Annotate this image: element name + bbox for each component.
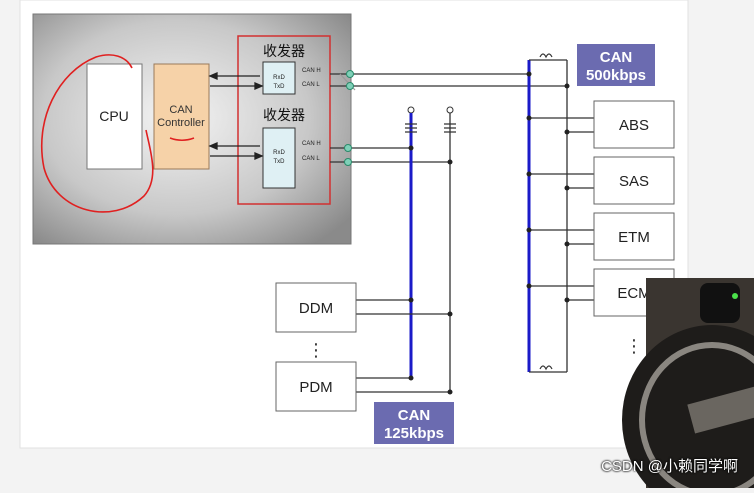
- node-pdm-label: PDM: [299, 379, 332, 396]
- node-etm-label: ETM: [618, 229, 650, 246]
- transceiver-1-rxd: RxD: [273, 75, 285, 81]
- transceiver-2-rxd: RxD: [273, 150, 285, 156]
- connector-500-h: [346, 70, 354, 78]
- bus-125-speed: 125kbps: [384, 425, 444, 442]
- controller-label-line2: Controller: [157, 117, 205, 129]
- node-abs: [593, 100, 675, 149]
- node-etm: [593, 212, 675, 261]
- transceiver-frame: [237, 35, 331, 205]
- node-abs-label: ABS: [619, 117, 649, 134]
- transceiver-2-canh: CAN H: [302, 141, 321, 147]
- transceiver-1-canh: CAN H: [302, 68, 321, 74]
- connector-125-l: [344, 158, 352, 166]
- cpu-box: [86, 63, 143, 170]
- transceiver-1-canl: CAN L: [302, 82, 320, 88]
- bus-125-name: CAN: [398, 407, 431, 424]
- node-ecm-label: ECM: [617, 285, 650, 302]
- high-speed-nodes: ABS SAS ETM ECM ⋮: [529, 100, 675, 356]
- bus-500: [527, 53, 568, 373]
- node-sas-label: SAS: [619, 173, 649, 190]
- controller-label-line1: CAN: [169, 104, 192, 116]
- transceiver-1-title: 收发器: [263, 43, 305, 59]
- low-ellipsis: ⋮: [307, 340, 325, 360]
- controller-transceiver-arrows: [208, 72, 264, 160]
- transceiver-2-canl: CAN L: [302, 156, 320, 162]
- bus-125-label-box: [374, 402, 454, 444]
- bus-500-label-box: [577, 44, 655, 86]
- webcam-overlay: [622, 278, 754, 493]
- transceiver-1-chip: [262, 61, 296, 95]
- transceiver-1-txd: TxD: [274, 84, 286, 90]
- node-ddm-label: DDM: [299, 300, 333, 317]
- junction-dots: [408, 71, 570, 395]
- bus-500-speed: 500kbps: [586, 67, 646, 84]
- node-pdm: [275, 361, 357, 412]
- transceiver-2-txd: TxD: [274, 159, 286, 165]
- transceiver-2-chip: [262, 127, 296, 189]
- csdn-watermark: CSDN @小赖同学啊: [601, 458, 738, 475]
- connector-125-h: [344, 144, 352, 152]
- high-ellipsis: ⋮: [625, 336, 643, 356]
- node-ddm: [275, 282, 357, 333]
- red-underline-annotation: [169, 137, 195, 142]
- bus-500-name: CAN: [600, 49, 633, 66]
- can-controller-box: [153, 63, 210, 170]
- red-circle-annotation: [40, 54, 154, 213]
- connector-500-l: [346, 82, 354, 90]
- node-sas: [593, 156, 675, 205]
- cpu-label: CPU: [99, 108, 129, 124]
- low-speed-nodes: DDM ⋮ PDM: [275, 282, 450, 412]
- transceiver-2-title: 收发器: [263, 107, 305, 123]
